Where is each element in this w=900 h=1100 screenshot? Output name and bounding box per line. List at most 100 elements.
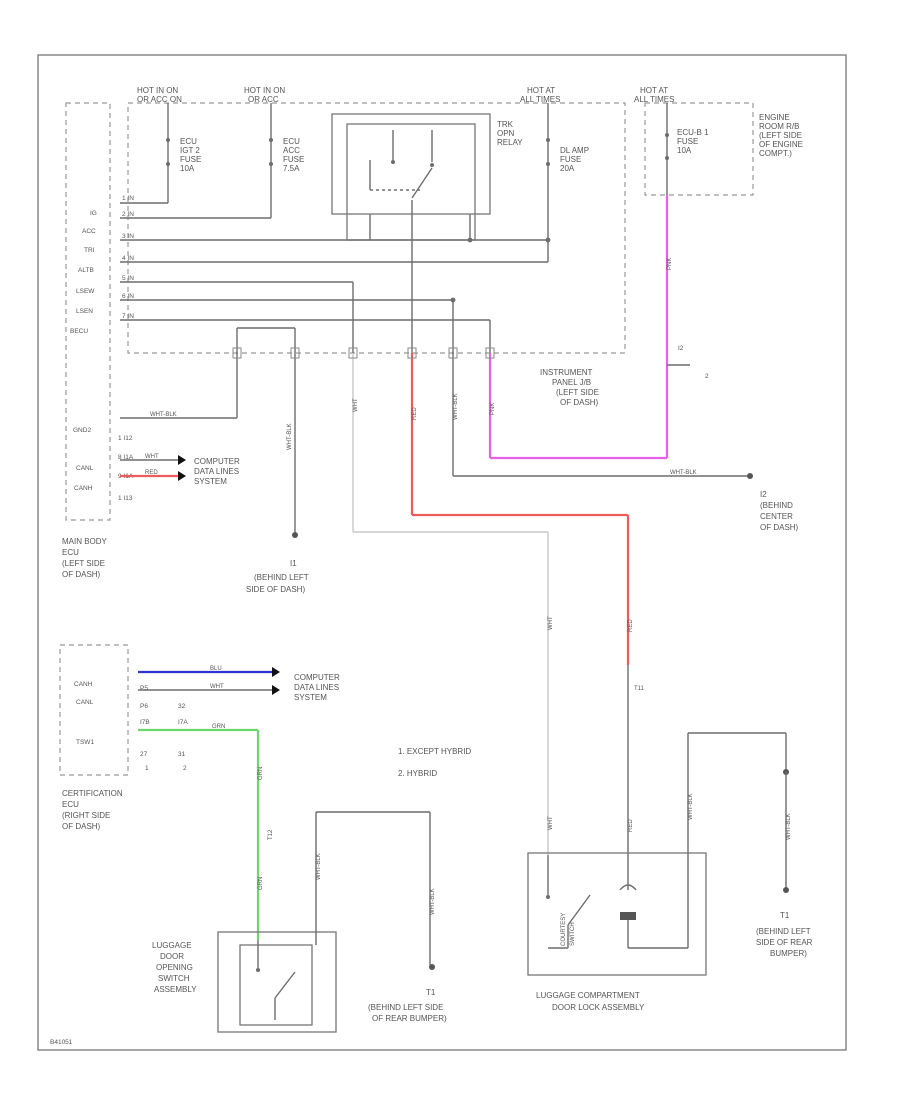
- cert-code-p6: P6: [140, 703, 148, 710]
- diagram-frame: [37, 54, 847, 1051]
- jb-connector-marks: [232, 347, 495, 359]
- courtesy-switch-label-2: SWITCH: [570, 922, 576, 946]
- cert-code-31: 31: [178, 751, 186, 758]
- ecu-acc-fuse-label-4: 7.5A: [283, 164, 300, 173]
- ground-t1b-label-1: T1: [780, 911, 790, 920]
- legend: 1. EXCEPT HYBRID 2. HYBRID: [398, 747, 471, 778]
- engine-room-label-3: (LEFT SIDE: [759, 131, 802, 140]
- hot-ig-on-2-line2: OR ACC: [248, 95, 279, 104]
- cert-code-i7b: I7B: [140, 719, 150, 726]
- wire-label-wht-3: WHT: [548, 816, 554, 830]
- ground-i2-label-4: OF DASH): [760, 523, 799, 532]
- hot-at-2-line1: HOT AT: [640, 86, 668, 95]
- pin-lsen: LSEN: [76, 308, 93, 315]
- cert-index-2: 2: [183, 765, 187, 772]
- trunk-open-relay: TRK OPN RELAY: [331, 113, 523, 241]
- ecu-acc-fuse-label-2: ACC: [283, 146, 300, 155]
- pin-altb: ALTB: [78, 267, 94, 274]
- instrument-panel-label: INSTRUMENT PANEL J/B (LEFT SIDE OF DASH): [540, 368, 599, 407]
- dl-amp-fuse-label-3: 20A: [560, 164, 575, 173]
- ground-i1-label-1: I1: [290, 559, 297, 568]
- wire-label-wht-blk-4: WHT-BLK: [670, 470, 697, 476]
- ecu-ig2-fuse-label-4: 10A: [180, 164, 195, 173]
- ecu-b1-fuse-label-1: ECU-B 1: [677, 128, 709, 137]
- main-body-ecu-label-4: OF DASH): [62, 570, 101, 579]
- wire-label-wht-5: WHT: [210, 684, 224, 690]
- ground-i1-label-2: (BEHIND LEFT: [254, 573, 309, 582]
- hybrid-2-label: 2: [705, 373, 709, 380]
- pin-ig: IG: [90, 210, 97, 217]
- pin-code-4: 4 IN: [122, 255, 134, 262]
- hot-at-1-line2: ALL TIMES: [520, 95, 560, 104]
- ecu-b1-fuse-label-3: 10A: [677, 146, 692, 155]
- fuse-ecu-acc: ECU ACC FUSE 7.5A: [269, 103, 304, 218]
- wire-to-ground-i2: WHT-BLK WHT-BLK I2 (BEHIND CENTER OF DAS…: [452, 353, 799, 532]
- wire-label-wht-blk-5: WHT-BLK: [316, 853, 322, 880]
- hot-ig-on-2-line1: HOT IN ON: [244, 86, 285, 95]
- ground-i2-label-2: (BEHIND: [760, 501, 793, 510]
- dl-amp-fuse-label-2: FUSE: [560, 155, 581, 164]
- relay-label-3: RELAY: [497, 138, 523, 147]
- hot-at-2-line2: ALL TIMES: [634, 95, 674, 104]
- hot-ig-on-1-line1: HOT IN ON: [137, 86, 178, 95]
- wire-red-to-lock: RED RED RED T11: [410, 353, 645, 855]
- wire-gnd2-loop: WHT-BLK: [120, 353, 238, 419]
- wire-label-red-3: RED: [628, 819, 634, 832]
- main-body-bus-wires: [120, 200, 548, 353]
- ground-t1b-label-4: BUMPER): [770, 949, 807, 958]
- ecu-acc-fuse-label-3: FUSE: [283, 155, 304, 164]
- engine-room-label-5: COMPT.): [759, 149, 792, 158]
- main-body-ecu-label-2: ECU: [62, 548, 79, 557]
- cert-ecu-label-1: CERTIFICATION: [62, 789, 123, 798]
- luggage-switch-label-3: OPENING: [156, 963, 193, 972]
- instrument-panel-label-2: PANEL J/B: [552, 378, 591, 387]
- legend-2: 2. HYBRID: [398, 769, 437, 778]
- luggage-lock-label-1: LUGGAGE COMPARTMENT: [536, 991, 640, 1000]
- wire-label-wht-blk-6: WHT-BLK: [430, 888, 436, 915]
- ground-t1b-label-2: (BEHIND LEFT: [756, 927, 811, 936]
- pin-acc: ACC: [82, 228, 96, 235]
- hot-ig-on-1-line2: OR ACC ON: [137, 95, 182, 104]
- wire-green-to-switch: GRN GRN GRN T12: [138, 724, 274, 940]
- instrument-panel-jb-box: [127, 102, 626, 354]
- cert-code-27: 27: [140, 751, 148, 758]
- wire-label-pnk-1: PNK: [490, 403, 496, 415]
- computer-data-1-line3: SYSTEM: [194, 477, 227, 486]
- main-body-lower: GND2 CANL CANH 1 I12 8 I1A 9 I1A 1 I13 W…: [62, 427, 240, 579]
- ground-i1-label-3: SIDE OF DASH): [246, 585, 305, 594]
- ground-t1a-label-1: T1: [426, 988, 436, 997]
- pin-tri: TRI: [84, 247, 95, 254]
- pin-canl: CANL: [76, 465, 94, 472]
- wire-label-wht-4: WHT: [145, 454, 159, 460]
- cert-ecu-label-3: (RIGHT SIDE: [62, 811, 110, 820]
- wire-label-grn-1: GRN: [212, 724, 225, 730]
- pin-code-7: 7 IN: [122, 313, 134, 320]
- wire-label-blu: BLU: [210, 666, 222, 672]
- pin-becu: BECU: [70, 328, 88, 335]
- computer-data-1-line1: COMPUTER: [194, 457, 240, 466]
- certification-ecu: CANH CANL TSW1 BLU WHT P5 P6 I7B I7A 27 …: [59, 644, 340, 831]
- instrument-panel-label-3: (LEFT SIDE: [556, 388, 599, 397]
- cert-code-p5: P5: [140, 685, 148, 692]
- cert-ecu-label-4: OF DASH): [62, 822, 101, 831]
- luggage-switch-label-5: ASSEMBLY: [154, 985, 197, 994]
- computer-data-2-line1: COMPUTER: [294, 673, 340, 682]
- computer-data-2-line2: DATA LINES: [294, 683, 339, 692]
- cert-pin-tsw1: TSW1: [76, 739, 94, 746]
- pin-gnd2: GND2: [73, 427, 91, 434]
- wire-label-red-1: RED: [412, 407, 418, 420]
- wire-label-red-2: RED: [628, 619, 634, 632]
- wire-label-wht-blk-1: WHT-BLK: [150, 412, 177, 418]
- hot-at-1-line1: HOT AT: [527, 86, 555, 95]
- main-body-ecu-label-3: (LEFT SIDE: [62, 559, 105, 568]
- main-body-ecu-label-1: MAIN BODY: [62, 537, 108, 546]
- engine-room-label-4: OF ENGINE: [759, 140, 803, 149]
- relay-label-1: TRK: [497, 120, 514, 129]
- cert-code-i7a: I7A: [178, 719, 188, 726]
- wire-label-wht-1: WHT: [353, 398, 359, 412]
- luggage-door-lock: COURTESY SWITCH WHT-BLK WHT-BLK LUGGAGE …: [527, 732, 813, 1012]
- main-body-ecu-box: [65, 102, 111, 521]
- pin-code-6: 6 IN: [122, 293, 134, 300]
- wire-label-wht-blk-7: WHT-BLK: [688, 793, 694, 820]
- luggage-lock-label-2: DOOR LOCK ASSEMBLY: [552, 1003, 645, 1012]
